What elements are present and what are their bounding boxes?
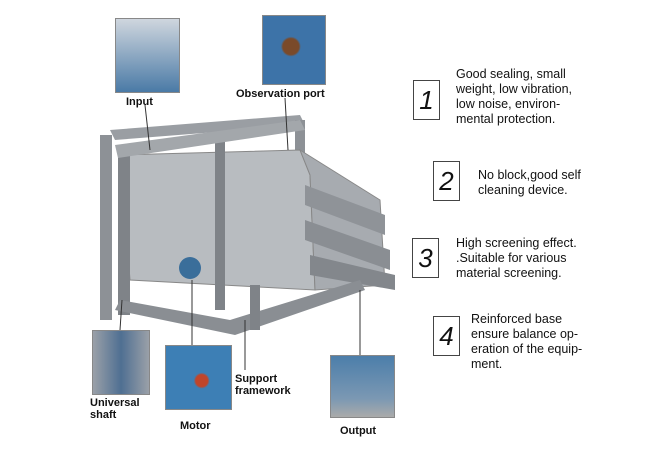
feature-number-2: 2	[433, 161, 460, 201]
motor-label: Motor	[180, 420, 211, 432]
feature-text-4: Reinforced base ensure balance op- erati…	[471, 312, 583, 371]
input-photo	[115, 18, 180, 93]
output-photo	[330, 355, 395, 418]
universal-shaft-label: Universal shaft	[90, 397, 140, 421]
input-label: Input	[126, 96, 153, 108]
feature-text-3: High screening effect. .Suitable for var…	[456, 236, 577, 280]
feature-number-4: 4	[433, 316, 460, 356]
observation-port-label: Observation port	[236, 88, 325, 100]
feature-number-1: 1	[413, 80, 440, 120]
motor-photo	[165, 345, 232, 410]
feature-number-3: 3	[412, 238, 439, 278]
observation-port-photo	[262, 15, 326, 85]
universal-shaft-photo	[92, 330, 150, 395]
feature-text-1: Good sealing, small weight, low vibratio…	[456, 67, 573, 126]
feature-text-2: No block,good self cleaning device.	[478, 168, 581, 197]
output-label: Output	[340, 425, 377, 437]
support-framework-label: Support framework	[235, 373, 291, 397]
